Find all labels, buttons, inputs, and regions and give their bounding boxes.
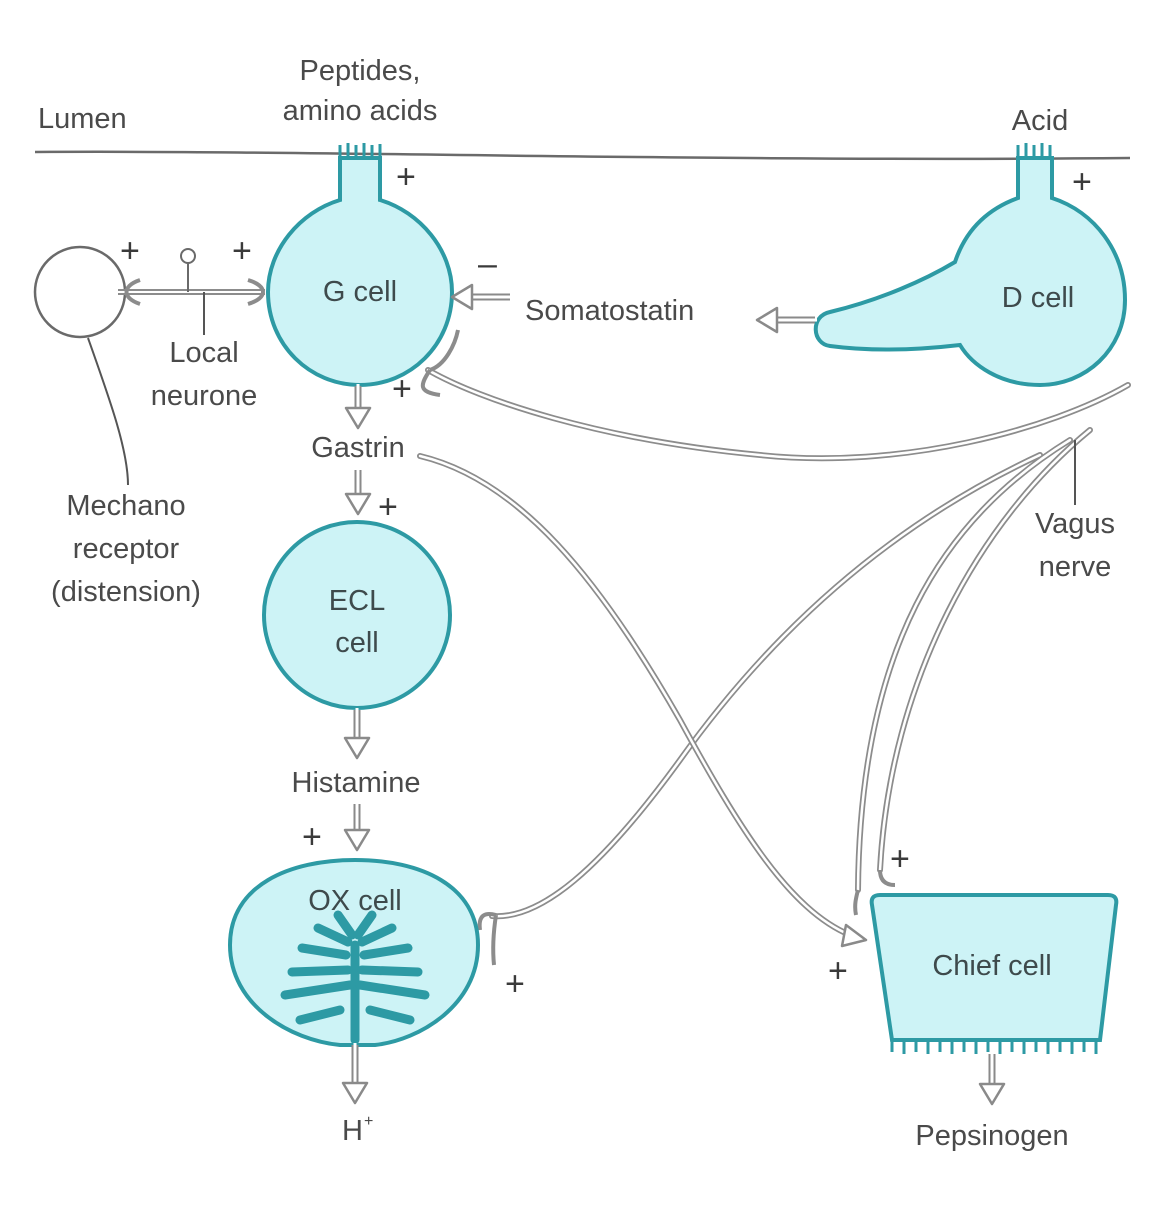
vagus-label-line1: Vagus [1035, 508, 1115, 540]
plus-sign-peptides: + [396, 158, 416, 196]
d-cell-microvilli [1016, 143, 1052, 158]
mechano-label-line1: Mechano [66, 490, 185, 522]
vagus-ending-oxcell [477, 911, 498, 966]
pepsinogen-label: Pepsinogen [915, 1120, 1068, 1152]
ox-to-hplus-arrow [341, 1043, 369, 1105]
plus-sign-local: + [232, 232, 252, 270]
d-cell [813, 156, 1128, 388]
dcell-to-somatostatin-arrow [755, 306, 817, 334]
somatostatin-to-gcell-arrow [450, 283, 512, 311]
plus-sign-acid: + [1072, 163, 1092, 201]
histamine-to-ox-arrow [343, 802, 371, 852]
g-cell-label: G cell [323, 276, 397, 308]
local-neurone-label-line1: Local [169, 337, 238, 369]
mechano-label-line2: receptor [73, 533, 180, 565]
ecl-cell-label-line2: cell [335, 627, 379, 659]
histamine-label: Histamine [292, 767, 421, 799]
lumen-label: Lumen [38, 103, 127, 135]
local-neurone-label-line2: neurone [151, 380, 257, 412]
gastrin-to-chief-fiber [417, 453, 868, 948]
peptides-label-line1: Peptides, [300, 55, 421, 87]
plus-sign-vagus-gcell: + [392, 370, 412, 408]
hplus-superscript: + [364, 1113, 373, 1130]
vagus-label-line2: nerve [1039, 551, 1112, 583]
gastrin-label: Gastrin [311, 432, 404, 464]
chief-cell-microvilli [890, 1040, 1098, 1054]
plus-sign-vagus-chief: + [890, 840, 910, 878]
chief-cell-label: Chief cell [932, 950, 1051, 982]
lumen-surface-line [34, 150, 1131, 161]
gcell-to-gastrin-arrow [344, 384, 372, 430]
hplus-label: H [342, 1115, 363, 1147]
vagus-nerve-fibers [425, 367, 1131, 920]
mechano-label-line3: (distension) [51, 576, 201, 608]
peptides-label-line2: amino acids [283, 95, 438, 127]
g-cell [265, 156, 455, 388]
ox-cell-label: OX cell [308, 885, 401, 917]
chief-cell [869, 893, 1119, 1042]
ecl-to-histamine-arrow [343, 708, 371, 760]
chief-to-pepsinogen-arrow [978, 1052, 1006, 1106]
plus-sign-mechano: + [120, 232, 140, 270]
vagus-ending-chief [853, 869, 896, 916]
local-neurone-body [180, 248, 196, 264]
somatostatin-label: Somatostatin [525, 295, 694, 327]
acid-label: Acid [1012, 105, 1068, 137]
synapse-right [247, 278, 265, 306]
g-cell-microvilli [338, 143, 382, 158]
plus-sign-histamine-ox: + [302, 818, 322, 856]
plus-sign-gastrin-chief: + [828, 952, 848, 990]
vagus-ending-gcell [420, 329, 460, 397]
minus-sign-somatostatin: – [478, 245, 497, 283]
synapse-left [124, 278, 141, 306]
mechanoreceptor-circle [33, 245, 127, 339]
mechano-pointer [87, 337, 129, 486]
ox-cell-canaliculus [280, 910, 430, 1045]
d-cell-label: D cell [1002, 282, 1075, 314]
gastrin-to-ecl-arrow [344, 468, 372, 516]
plus-sign-gastrin-ecl: + [378, 488, 398, 526]
plus-sign-vagus-ox: + [505, 965, 525, 1003]
ecl-cell-label-line1: ECL [329, 585, 385, 617]
